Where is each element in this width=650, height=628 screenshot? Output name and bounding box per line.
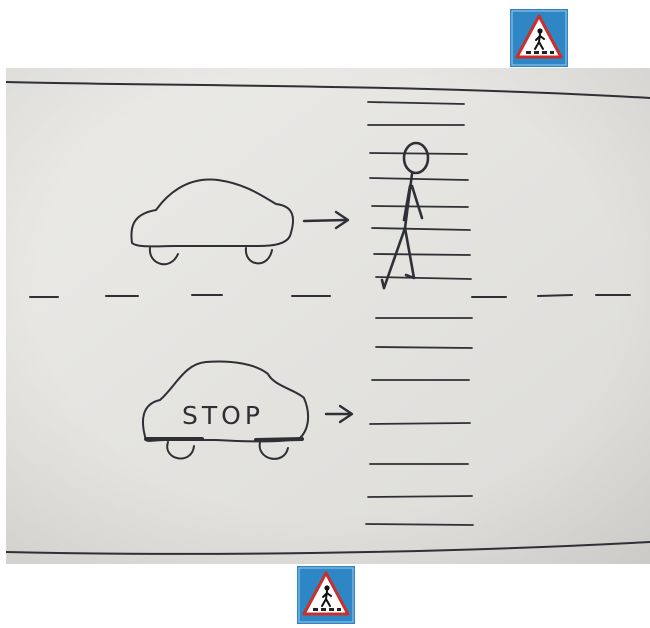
pedestrian-crossing-sign-icon — [510, 9, 568, 67]
crosswalk-drawing-photo: STOP — [6, 68, 650, 564]
pedestrian-crossing-sign-icon — [297, 566, 355, 624]
lane-center-dashes — [30, 295, 630, 297]
stop-label: STOP — [182, 401, 264, 430]
